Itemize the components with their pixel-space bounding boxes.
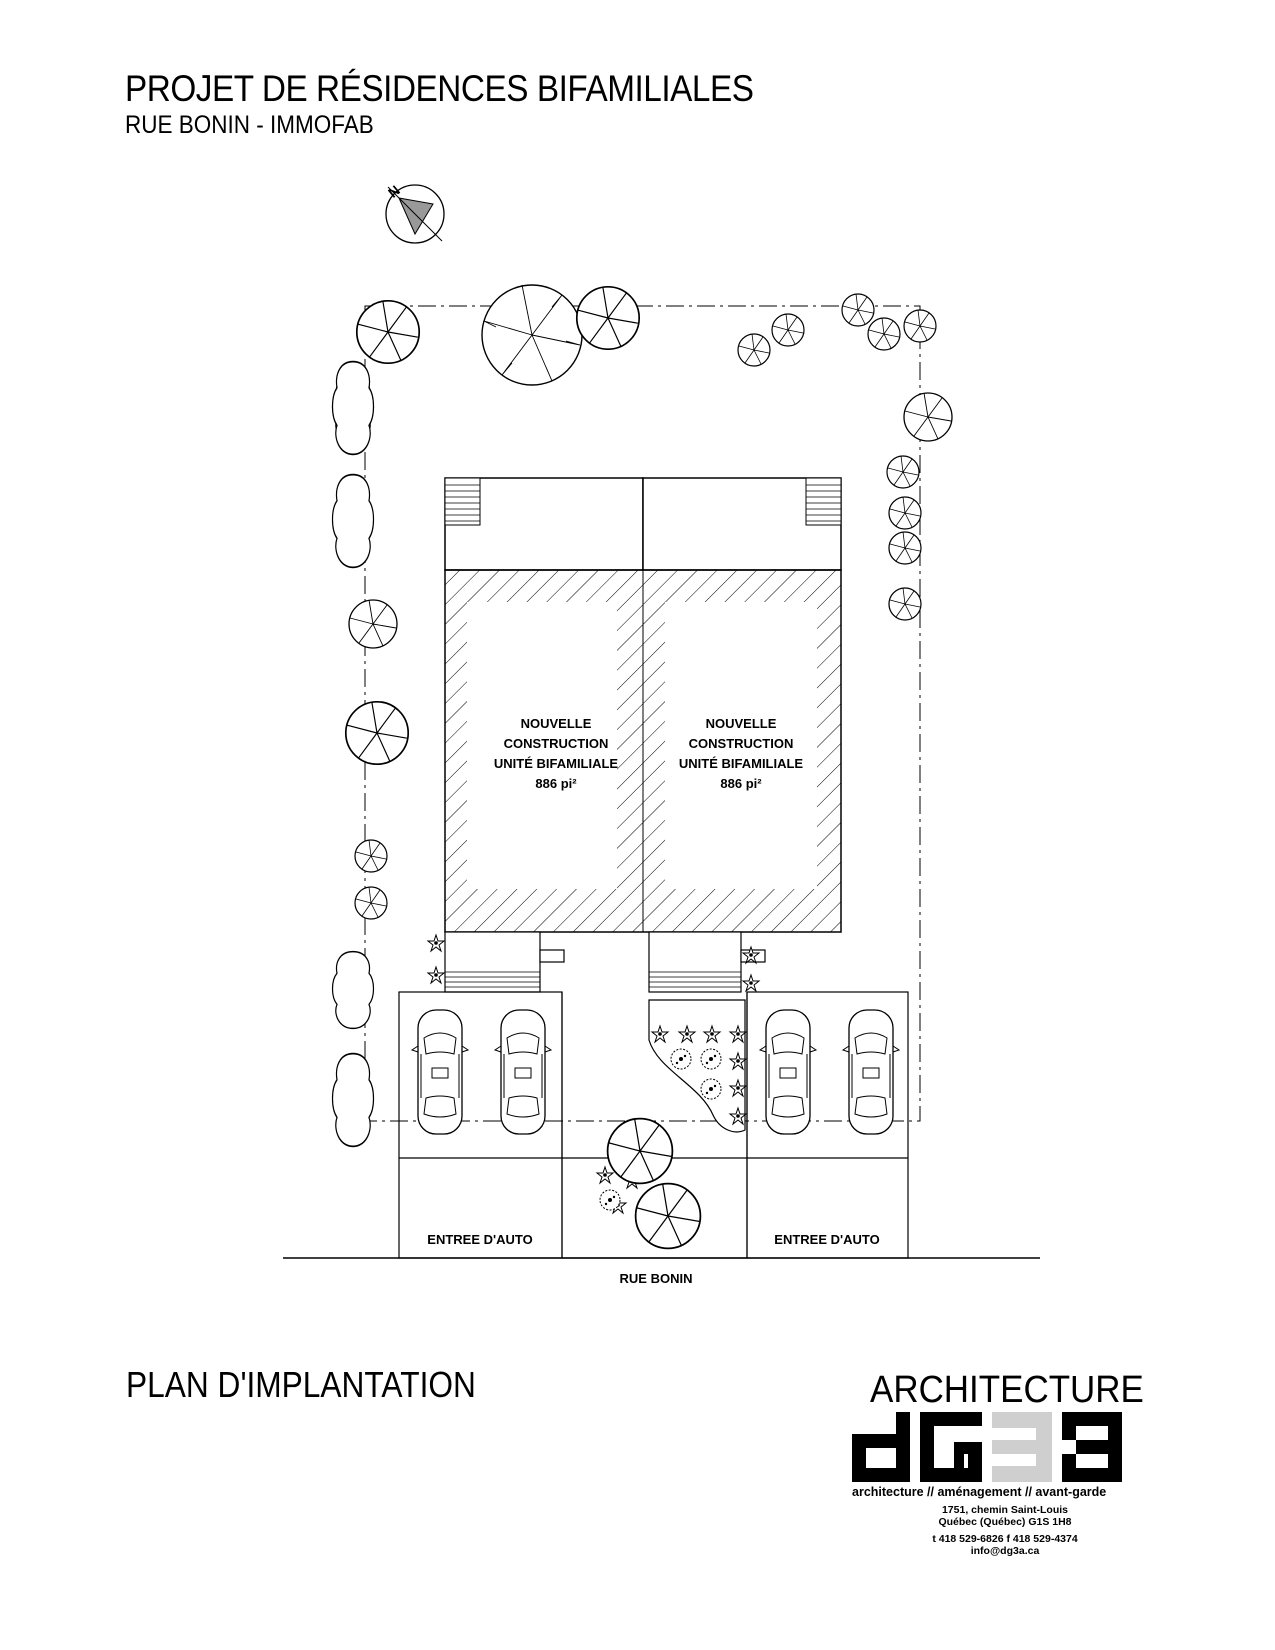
phone-line: t 418 529-6826 f 418 529-4374 [932,1533,1078,1545]
unit-label-left: NOUVELLE CONSTRUCTION UNITÉ BIFAMILIALE … [494,716,619,791]
address-line: Québec (Québec) G1S 1H8 [938,1516,1072,1528]
svg-text:NOUVELLE: NOUVELLE [521,716,592,731]
project-title: PROJET DE RÉSIDENCES BIFAMILIALES [125,68,754,109]
address-line: 1751, chemin Saint-Louis [941,1504,1069,1516]
svg-text:CONSTRUCTION: CONSTRUCTION [504,736,609,751]
firm-name: ARCHITECTURE [870,1369,1144,1411]
svg-text:CONSTRUCTION: CONSTRUCTION [689,736,794,751]
driveway-label-left: ENTREE D'AUTO [427,1232,532,1247]
car-icon [759,1009,817,1135]
firm-logo [852,1412,1122,1482]
email-line: info@dg3a.ca [970,1545,1040,1557]
north-arrow-icon [385,184,445,244]
unit-label-right: NOUVELLE CONSTRUCTION UNITÉ BIFAMILIALE … [679,716,804,791]
front-porches [444,931,766,993]
building-footprint [444,478,842,933]
svg-text:886 pi²: 886 pi² [535,776,577,791]
car-icon [411,1009,469,1135]
svg-text:UNITÉ BIFAMILIALE: UNITÉ BIFAMILIALE [494,756,619,771]
car-icon [494,1009,552,1135]
firm-tagline: architecture // aménagement // avant-gar… [852,1485,1107,1499]
rear-decks [444,477,842,571]
street-label: RUE BONIN [620,1271,693,1286]
svg-text:NOUVELLE: NOUVELLE [706,716,777,731]
front-trees [606,1117,702,1250]
project-subtitle: RUE BONIN - IMMOFAB [125,111,374,139]
plan-title: PLAN D'IMPLANTATION [126,1364,476,1405]
driveway-label-right: ENTREE D'AUTO [774,1232,879,1247]
car-icon [842,1009,900,1135]
svg-text:886 pi²: 886 pi² [720,776,762,791]
garden-bed [648,999,746,1133]
svg-text:UNITÉ BIFAMILIALE: UNITÉ BIFAMILIALE [679,756,804,771]
